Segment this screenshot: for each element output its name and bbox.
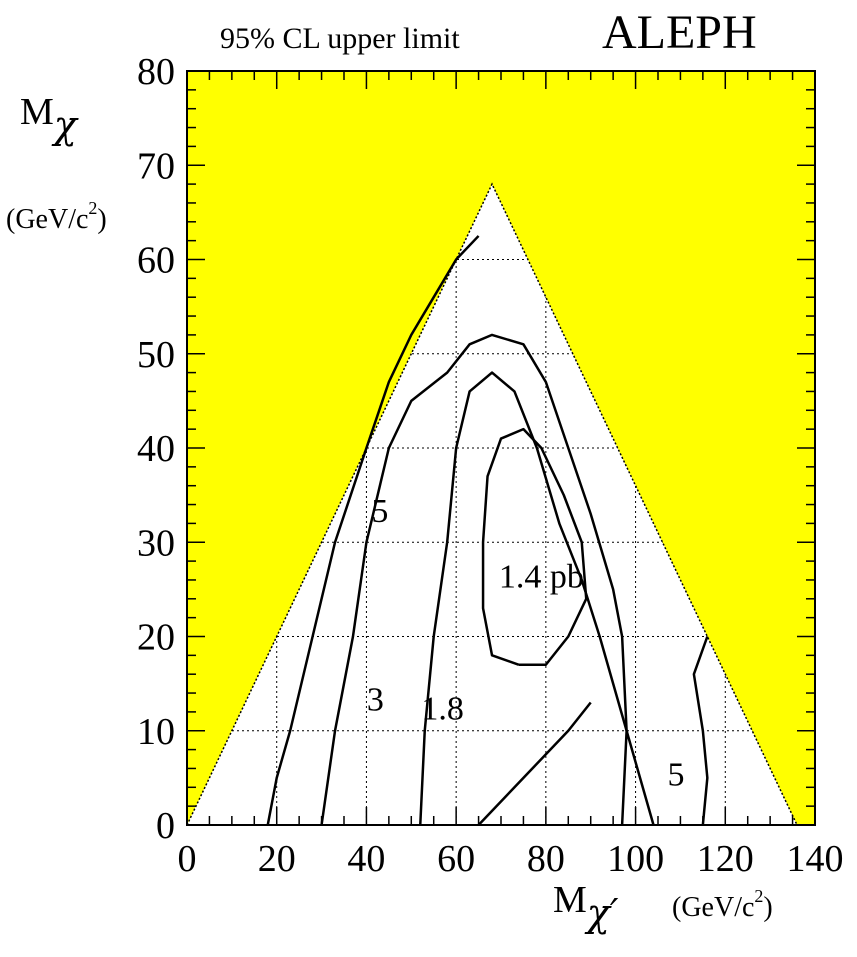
x-tick-label: 120 <box>697 838 754 880</box>
y-tick-label: 40 <box>137 428 175 470</box>
y-tick-label: 30 <box>137 522 175 564</box>
kinematic-boundary <box>186 182 798 826</box>
y-tick-label: 70 <box>137 145 175 187</box>
contour-label-3: 1.4 pb <box>499 559 584 596</box>
x-tick-label: 100 <box>607 838 664 880</box>
x-tick-label: 140 <box>787 838 844 880</box>
x-tick-label: 80 <box>527 838 565 880</box>
x-tick-label: 20 <box>258 838 296 880</box>
svg-text:(GeV/c2): (GeV/c2) <box>672 886 773 923</box>
y-tick-label: 10 <box>137 711 175 753</box>
experiment-label: ALEPH <box>602 6 757 59</box>
x-axis-unit-close: ) <box>763 892 772 923</box>
x-axis-subscript: χ′ <box>584 891 619 935</box>
contour-line-4 <box>477 701 592 826</box>
y-tick-label: 50 <box>137 334 175 376</box>
contour-label-2: 1.8 <box>421 691 464 728</box>
x-axis-unit-exp: 2 <box>754 886 763 906</box>
x-axis-unit-open: (GeV/c <box>672 892 754 923</box>
svg-text:Mχ: Mχ <box>20 91 79 147</box>
contour-line-5 <box>481 427 588 667</box>
svg-text:Mχ′: Mχ′ <box>553 879 619 935</box>
y-axis-subscript: χ <box>51 103 79 147</box>
contour-line-3 <box>419 371 655 826</box>
contour-line-1 <box>692 636 709 826</box>
y-axis-unit-exp: 2 <box>88 198 97 218</box>
contour-label-4: 5 <box>667 757 684 794</box>
y-axis-unit-close: ) <box>97 204 106 235</box>
contour-line-2 <box>320 333 628 826</box>
contour-label-0: 5 <box>371 493 388 530</box>
y-tick-label: 0 <box>156 805 175 847</box>
x-tick-label: 60 <box>437 838 475 880</box>
x-axis-title: Mχ′ (GeV/c2) <box>553 879 773 935</box>
svg-text:(GeV/c2): (GeV/c2) <box>6 198 107 235</box>
x-tick-label: 0 <box>178 838 197 880</box>
x-tick-label: 40 <box>347 838 385 880</box>
contour-label-1: 3 <box>367 681 384 718</box>
contour-line-0 <box>266 235 480 826</box>
y-tick-label: 20 <box>137 617 175 659</box>
y-tick-label: 80 <box>137 51 175 93</box>
excluded-region <box>187 71 815 825</box>
y-axis-unit-open: (GeV/c <box>6 204 88 235</box>
y-axis-title: Mχ (GeV/c2) <box>6 91 107 235</box>
y-axis-symbol: M <box>20 91 54 133</box>
x-axis-symbol: M <box>553 879 587 921</box>
y-tick-label: 60 <box>137 240 175 282</box>
chart-subtitle: 95% CL upper limit <box>220 22 460 55</box>
